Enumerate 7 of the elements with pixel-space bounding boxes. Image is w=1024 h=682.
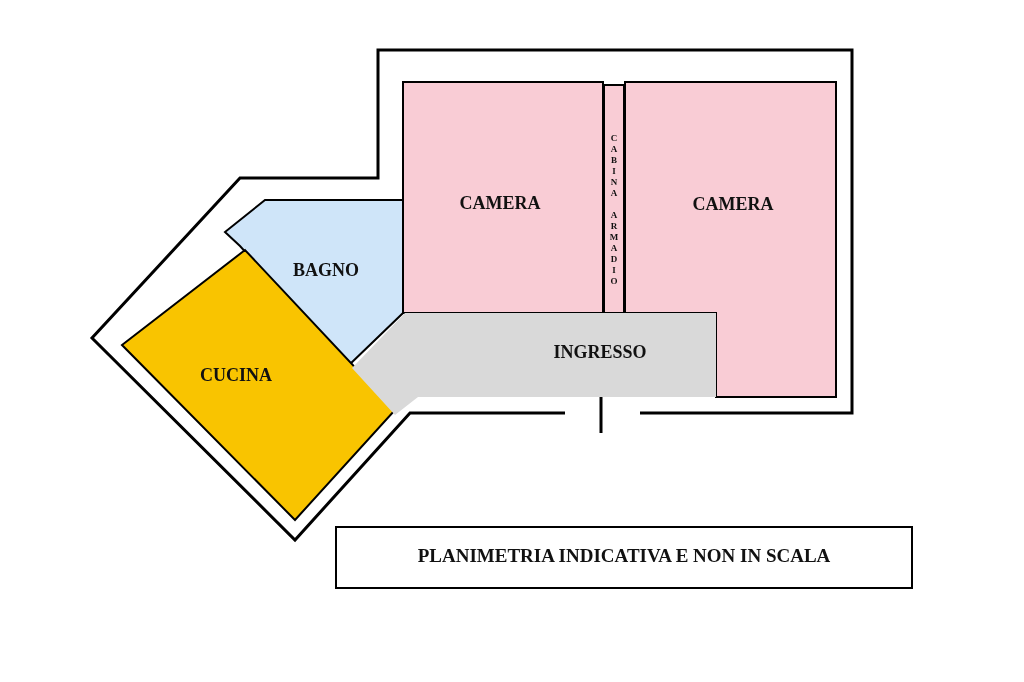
room-name: CAMERA bbox=[459, 192, 541, 214]
room-name: CAMERA bbox=[692, 193, 774, 215]
note-text: PLANIMETRIA INDICATIVA E NON IN SCALA bbox=[417, 545, 831, 567]
room-name: CABINA ARMADIO bbox=[609, 133, 619, 287]
room-name: INGRESSO bbox=[553, 341, 647, 363]
room-name: CUCINA bbox=[200, 364, 272, 386]
room-name: BAGNO bbox=[293, 259, 359, 281]
